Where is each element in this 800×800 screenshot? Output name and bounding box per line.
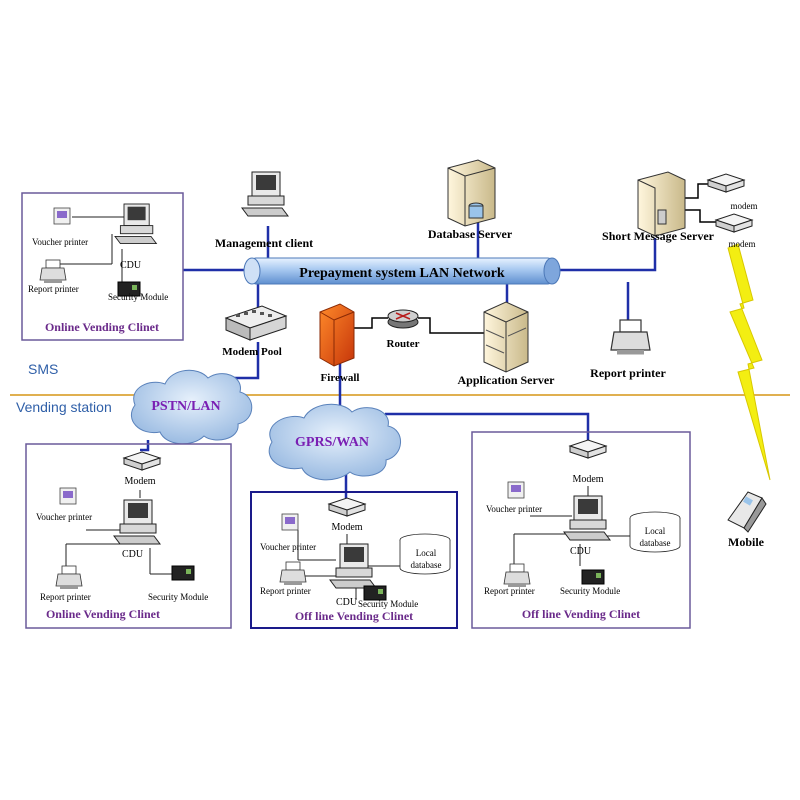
modem-icon [715, 213, 753, 233]
management-client: Management client [215, 171, 313, 250]
short-message-server: modem modem Short Message Server [602, 171, 758, 249]
local-database-label-line1: Local [645, 526, 666, 536]
voucher-printer-label: Voucher printer [36, 512, 92, 522]
cdu-label: CDU [336, 597, 358, 608]
pstn-cloud-label: PSTN/LAN [151, 399, 220, 414]
report-printer-label: Report printer [40, 592, 91, 602]
voucher-printer-label: Voucher printer [32, 237, 88, 247]
firewall-icon [319, 303, 355, 367]
modem-pool-icon [224, 305, 288, 341]
gprs-cloud-label: GPRS/WAN [295, 435, 369, 450]
voucher-printer-label: Voucher printer [260, 542, 316, 552]
zone-label-vending-station: Vending station [16, 399, 112, 415]
modem-icon [328, 497, 366, 517]
cdu-label: CDU [570, 546, 592, 557]
report-printer-icon [610, 319, 651, 356]
security-module-label: Security Module [108, 292, 168, 302]
modem-label: Modem [124, 476, 155, 487]
report-printer-label: Report printer [28, 284, 79, 294]
modem-icon [569, 439, 607, 459]
report-printer-node: Report printer [590, 319, 666, 380]
cdu-label: CDU [120, 260, 142, 271]
client-title: Online Vending Clinet [46, 607, 160, 621]
database-server: Database Server [428, 159, 513, 241]
cdu-computer-icon [114, 203, 157, 245]
voucher-printer-icon [281, 513, 299, 531]
local-database-label-line1: Local [416, 548, 437, 558]
security-module-label: Security Module [148, 592, 208, 602]
security-module-label: Security Module [560, 586, 620, 596]
firewall: Firewall [319, 303, 360, 384]
online-vending-client-bottom: Modem Voucher printer CDU Report printer… [25, 443, 232, 629]
local-database-label-line2: database [640, 538, 671, 548]
application-server-icon [483, 301, 529, 373]
report-printer-label: Report printer [260, 586, 311, 596]
cdu-label: CDU [122, 549, 144, 560]
router-label: Router [387, 338, 420, 350]
voucher-printer-icon [59, 487, 77, 505]
security-module-icon [581, 569, 605, 585]
online-vending-client-top: Voucher printer CDU Report printer Secur… [21, 192, 184, 341]
voucher-printer-label: Voucher printer [486, 504, 542, 514]
zone-label-sms: SMS [28, 361, 58, 377]
voucher-printer-icon [507, 481, 525, 499]
report-printer-icon [39, 259, 67, 284]
local-database-label-line2: database [411, 560, 442, 570]
client-title: Off line Vending Clinet [522, 607, 640, 621]
wireless-lightning [727, 243, 771, 481]
management-computer-icon [241, 171, 289, 217]
router-icon [387, 309, 419, 329]
security-module-icon [363, 585, 387, 601]
client-title: Off line Vending Clinet [295, 609, 413, 623]
lan-network-label: Prepayment system LAN Network [299, 266, 505, 281]
firewall-label: Firewall [321, 372, 360, 384]
report-printer-label: Report printer [590, 366, 666, 380]
modem-label: modem [731, 201, 758, 211]
modem-icon [123, 451, 161, 471]
report-printer-icon [55, 565, 83, 590]
security-module-label: Security Module [358, 599, 418, 609]
modem-label: Modem [572, 474, 603, 485]
management-client-label: Management client [215, 236, 313, 250]
modem-pool: Modem Pool [222, 305, 288, 358]
security-module-icon [171, 565, 195, 581]
lan-network-pipe: Prepayment system LAN Network [243, 257, 561, 285]
sms-server-icon [637, 171, 686, 237]
gprs-wan-cloud: GPRS/WAN [268, 403, 401, 481]
report-printer-icon [279, 561, 307, 586]
database-server-label: Database Server [428, 227, 513, 241]
application-server: Application Server [458, 301, 556, 387]
modem-label: Modem [331, 522, 362, 533]
router: Router [387, 309, 420, 350]
application-server-label: Application Server [458, 373, 556, 387]
mobile-label: Mobile [728, 535, 765, 549]
router-links [354, 183, 720, 334]
report-printer-icon [503, 563, 531, 588]
modem-pool-label: Modem Pool [222, 346, 282, 358]
modem-icon [707, 173, 745, 193]
offline-vending-client-right: Modem Local database Voucher printer CDU… [471, 431, 691, 629]
cdu-computer-icon [563, 495, 611, 541]
short-message-server-label: Short Message Server [602, 229, 715, 243]
mobile-phone-icon [727, 491, 767, 533]
client-title: Online Vending Clinet [45, 320, 159, 334]
offline-vending-client-middle: Modem Local database Voucher printer CDU… [250, 491, 458, 629]
database-server-icon [447, 159, 496, 227]
report-printer-label: Report printer [484, 586, 535, 596]
cdu-computer-icon [113, 499, 161, 545]
pstn-lan-cloud: PSTN/LAN [130, 369, 253, 445]
modem-label: modem [729, 239, 756, 249]
voucher-printer-icon [53, 207, 71, 225]
mobile: Mobile [727, 491, 767, 549]
